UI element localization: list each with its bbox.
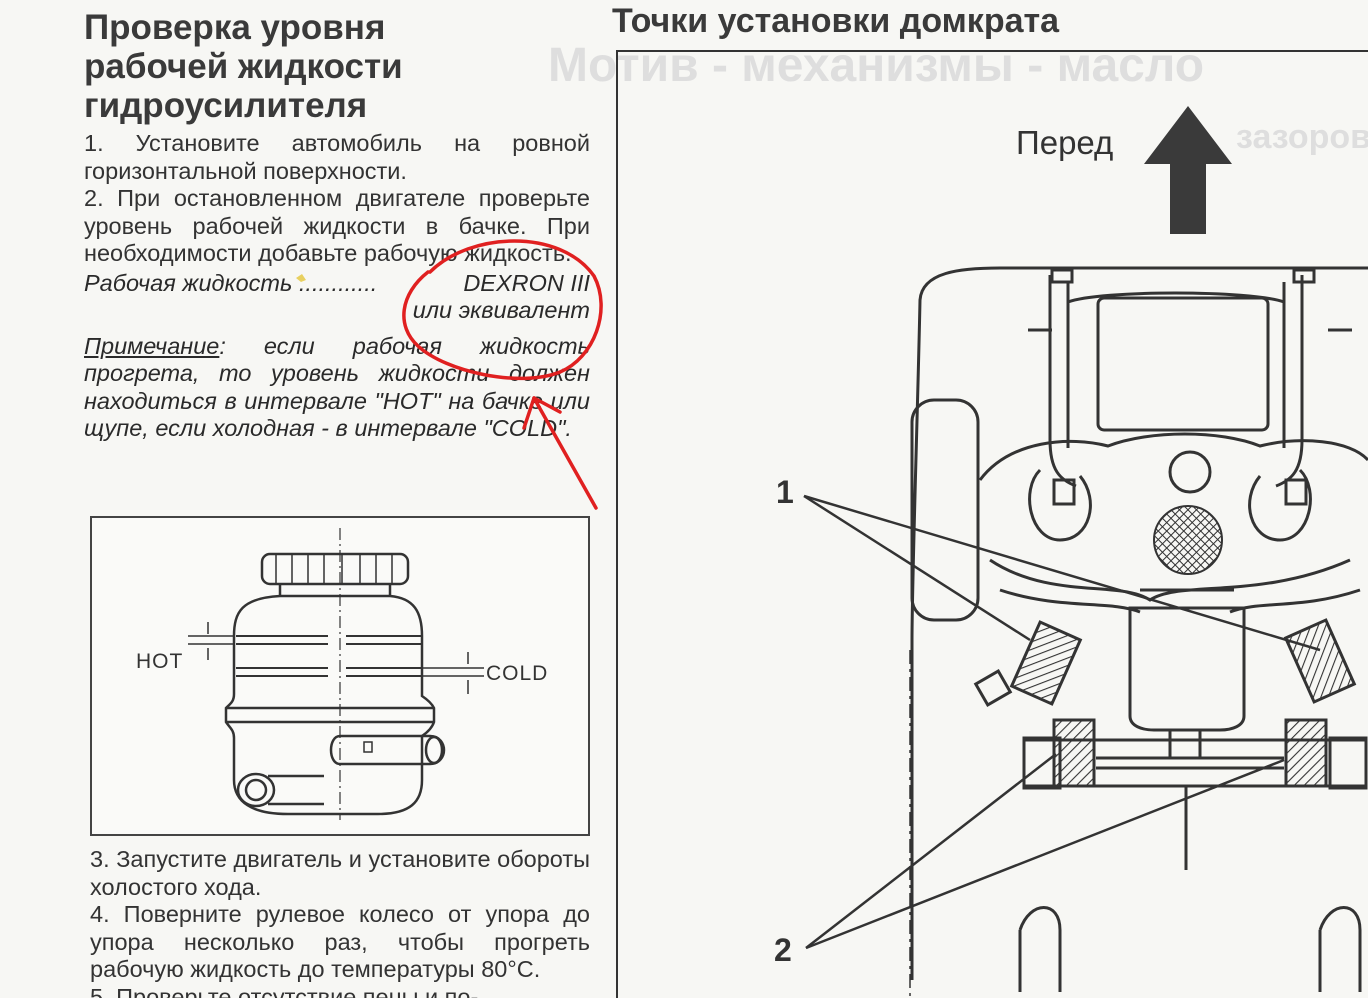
step-2: 2. При остановленном двигателе проверьте… [84, 185, 590, 266]
fluid-spec-row: Рабочая жидкость ............ DEXRON III [84, 270, 590, 298]
note: Примечание: если рабочая жидкость прогре… [84, 333, 590, 443]
front-arrow-icon [1144, 106, 1232, 234]
jack-point-rear-right [1284, 718, 1328, 788]
note-label: Примечание [84, 332, 220, 359]
fluid-dots: ............ [298, 269, 378, 296]
jack-point-rear-left [1052, 718, 1096, 788]
jack-point-marker-1: 1 [776, 474, 794, 510]
fluid-value: DEXRON III [463, 269, 590, 296]
reservoir-drawing [188, 528, 484, 820]
reservoir-diagram: HOT COLD [90, 516, 590, 836]
note-text: : если рабочая жидкость прогрета, то уро… [84, 332, 590, 442]
step-5: 5. Проверьте отсутствие пены и по- [90, 983, 479, 998]
step-1: 1. Установите автомобиль на ровной гориз… [84, 130, 590, 184]
hot-label: HOT [136, 650, 184, 673]
step-4: 4. Поверните рулевое колесо от упора до … [90, 901, 590, 982]
section-title: Проверка уровня рабочей жидкости гидроус… [84, 8, 403, 125]
jack-points-title: Точки установки домкрата [612, 2, 1060, 40]
fluid-label: Рабочая жидкость [84, 269, 293, 296]
front-label: Перед [1016, 124, 1114, 161]
fluid-alternative: или эквивалент [412, 297, 590, 323]
bleed-through-text: Мотив - механизмы - масло [548, 39, 1205, 92]
cold-label: COLD [486, 662, 549, 685]
jack-point-front-right [1283, 618, 1357, 704]
jack-point-front-left [1009, 620, 1083, 706]
bleed-through-text: зазоров [1236, 118, 1368, 156]
step-3: 3. Запустите двигатель и установите обор… [90, 846, 590, 900]
jack-points-figure-frame [616, 50, 1368, 998]
power-steering-section: Проверка уровня рабочей жидкости гидроус… [84, 8, 590, 443]
jack-point-marker-2: 2 [774, 932, 792, 968]
steps-continued: 3. Запустите двигатель и установите обор… [90, 846, 590, 998]
